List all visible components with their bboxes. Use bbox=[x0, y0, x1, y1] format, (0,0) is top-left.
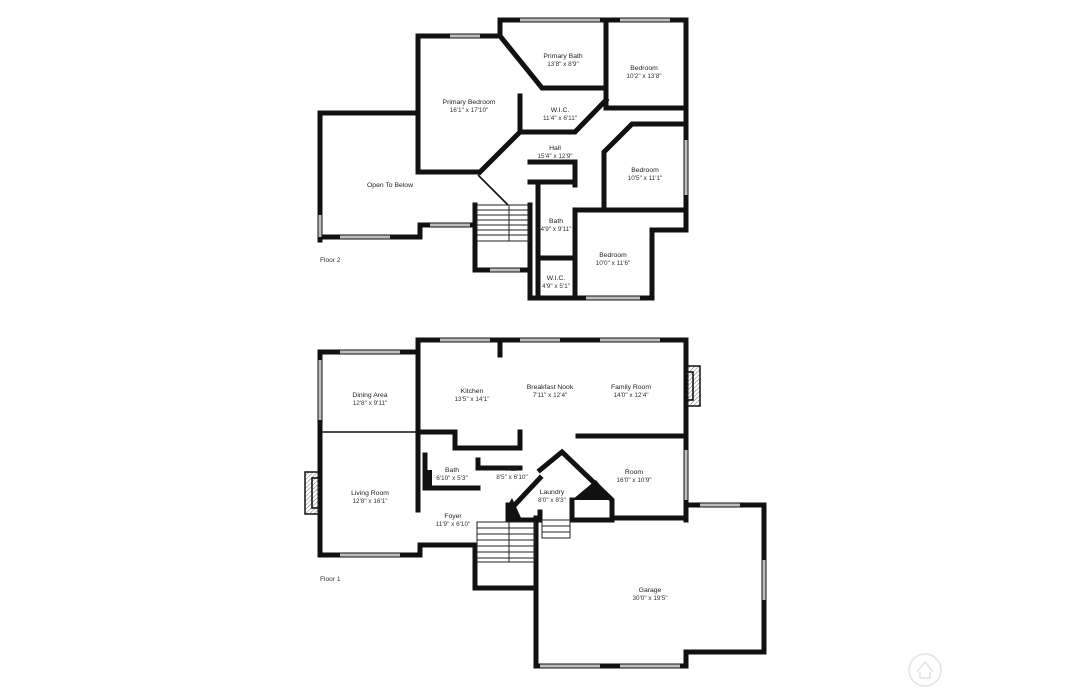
room-dimensions: 8'0" x 8'3" bbox=[538, 497, 566, 504]
room-name: W.I.C. bbox=[547, 275, 566, 282]
room-name: Living Room bbox=[351, 490, 389, 497]
floor-2-room-labels: Primary Bath 13'8" x 8'9" Bedroom 10'2" … bbox=[320, 53, 662, 290]
room-dimensions: 16'1" x 17'10" bbox=[450, 107, 489, 114]
floor-1-room-labels: Dining Area 12'8" x 9'11" Kitchen 13'5" … bbox=[320, 384, 668, 602]
room-name: Hall bbox=[506, 466, 518, 473]
brand-logo-icon bbox=[908, 653, 942, 687]
room-name: Family Room bbox=[611, 384, 651, 391]
room-name: Open To Below bbox=[367, 182, 413, 189]
stairs-icon bbox=[476, 519, 571, 563]
room-dimensions: 13'8" x 8'9" bbox=[547, 61, 579, 68]
room-dimensions: 11'4" x 6'11" bbox=[543, 115, 577, 122]
room-name: Garage bbox=[639, 587, 662, 594]
floor-1-plan: Dining Area 12'8" x 9'11" Kitchen 13'5" … bbox=[304, 337, 767, 669]
floor-2-walls bbox=[317, 17, 689, 301]
room-dimensions: 10'5" x 11'1" bbox=[628, 175, 663, 182]
room-name: W.I.C. bbox=[551, 107, 570, 114]
room-name: Dining Area bbox=[352, 392, 387, 399]
room-dimensions: 8'5" x 6'10" bbox=[496, 474, 528, 481]
room-name: Bedroom bbox=[630, 65, 658, 72]
room-dimensions: 16'0" x 10'9" bbox=[616, 477, 651, 484]
room-dimensions: 15'4" x 12'9" bbox=[537, 153, 572, 160]
room-dimensions: 4'9" x 9'11" bbox=[540, 226, 571, 233]
room-dimensions: 12'8" x 16'1" bbox=[352, 498, 387, 505]
wall-fill bbox=[508, 498, 522, 520]
room-dimensions: 10'2" x 13'8" bbox=[626, 73, 661, 80]
room-dimensions: 7'11" x 12'4" bbox=[533, 392, 568, 399]
room-name: Room bbox=[625, 469, 643, 476]
room-name: Hall bbox=[549, 145, 561, 152]
room-name: Primary Bath bbox=[543, 53, 583, 60]
room-name: Foyer bbox=[444, 513, 462, 520]
room-dimensions: 4'9" x 5'1" bbox=[542, 283, 570, 290]
room-name: Bedroom bbox=[599, 252, 627, 259]
room-name: Kitchen bbox=[461, 388, 484, 395]
room-dimensions: 12'8" x 9'11" bbox=[353, 400, 388, 407]
fireplace-icon bbox=[304, 471, 321, 515]
room-name: Bath bbox=[445, 467, 459, 474]
floor-2-plan: Primary Bath 13'8" x 8'9" Bedroom 10'2" … bbox=[317, 17, 689, 301]
floor-label: Floor 2 bbox=[320, 257, 341, 264]
room-dimensions: 11'9" x 6'10" bbox=[436, 521, 471, 528]
room-name: Bath bbox=[549, 218, 563, 225]
room-name: Primary Bedroom bbox=[443, 99, 496, 106]
water-heater-icon bbox=[572, 480, 612, 500]
fireplace-icon bbox=[685, 365, 701, 407]
toilet-icon bbox=[427, 470, 432, 486]
room-dimensions: 13'5" x 14'1" bbox=[454, 396, 489, 403]
room-dimensions: 30'0" x 19'5" bbox=[632, 595, 667, 602]
stairs-icon bbox=[476, 174, 530, 242]
room-dimensions: 6'10" x 5'3" bbox=[436, 475, 468, 482]
room-name: Bedroom bbox=[631, 167, 659, 174]
room-dimensions: 14'0" x 12'4" bbox=[613, 392, 648, 399]
room-name: Laundry bbox=[540, 489, 565, 496]
room-dimensions: 10'0" x 11'6" bbox=[596, 260, 631, 267]
room-name: Breakfast Nook bbox=[527, 384, 574, 391]
floor-label: Floor 1 bbox=[320, 576, 341, 583]
